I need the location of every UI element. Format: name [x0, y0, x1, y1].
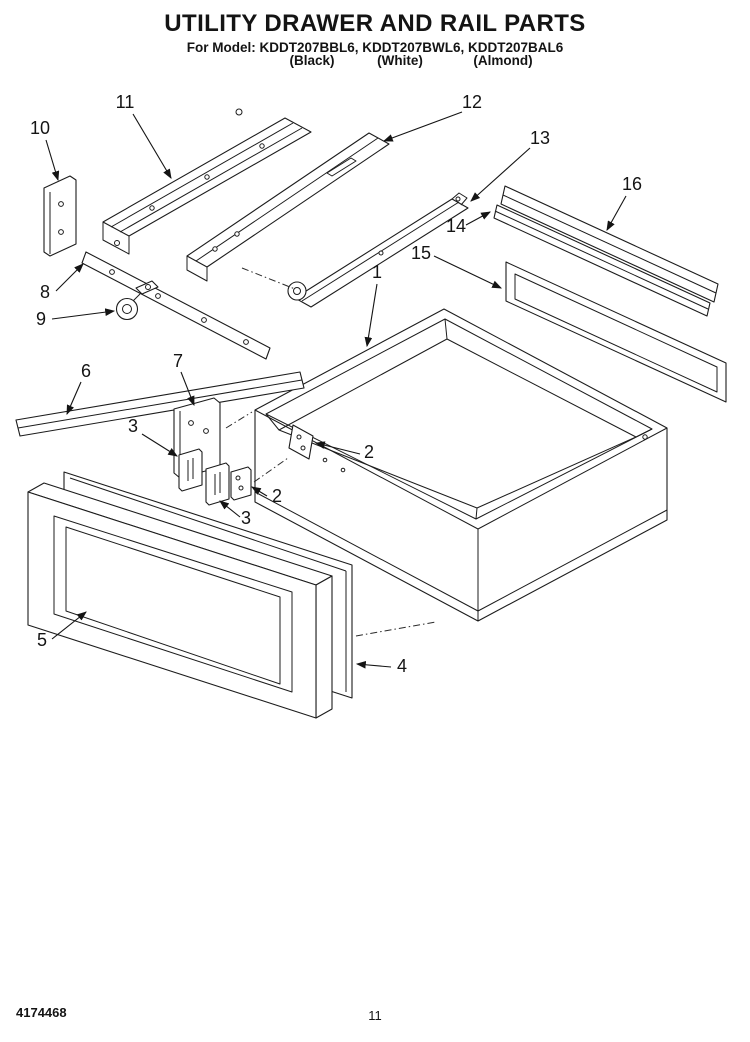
callout-part-2-right: 2: [364, 442, 374, 462]
part-2-clip-left: [230, 466, 252, 501]
color-label-black: (Black): [289, 53, 335, 68]
part-3-clip-upper: [178, 448, 203, 492]
part-9-roller-wheel: [115, 280, 159, 321]
callout-part-15: 15: [411, 243, 431, 263]
assembly-axis-lines: [225, 267, 437, 637]
callout-part-14: 14: [446, 216, 466, 236]
part-13-roller-rail: [287, 192, 469, 308]
model-line: For Model: KDDT207BBL6, KDDT207BWL6, KDD…: [186, 40, 564, 55]
callout-part-6: 6: [81, 361, 91, 381]
part-15-rear-panel: [505, 261, 727, 403]
callout-leader-lines: [45, 111, 627, 669]
callout-part-4: 4: [397, 656, 407, 676]
part-3-clip-lower: [205, 462, 230, 506]
page-header: UTILITY DRAWER AND RAIL PARTS For Model:…: [0, 10, 750, 55]
callout-part-3-upper: 3: [128, 416, 138, 436]
callout-part-2-left: 2: [272, 486, 282, 506]
callout-part-1: 1: [372, 262, 382, 282]
part-6-front-trim-strip: [15, 371, 305, 437]
part-12-slide-rail: [186, 132, 390, 282]
document-number: 4174468: [16, 1005, 67, 1020]
callout-part-16: 16: [622, 174, 642, 194]
callout-part-7: 7: [173, 351, 183, 371]
part-14-rail-trim: [493, 204, 711, 317]
part-11-support-channel: [102, 108, 312, 255]
part-2-clip-right: [288, 424, 314, 460]
callout-part-13: 13: [530, 128, 550, 148]
part-1-drawer-box: [254, 308, 668, 622]
callout-part-3-lower: 3: [241, 508, 251, 528]
page-number: 11: [368, 1008, 382, 1023]
callout-part-5: 5: [37, 630, 47, 650]
callout-labels: 10 11 12 13 16 14 15 1 8 9 6 7 3 2 2 3 5…: [30, 92, 642, 676]
part-8-rail-strap: [81, 251, 271, 360]
part-10-end-bracket: [43, 175, 77, 257]
callout-part-12: 12: [462, 92, 482, 112]
color-label-white: (White): [377, 53, 423, 68]
callout-part-8: 8: [40, 282, 50, 302]
callout-part-9: 9: [36, 309, 46, 329]
color-variant-row: (Black) (White) (Almond): [0, 53, 750, 69]
color-label-almond: (Almond): [473, 53, 533, 68]
callout-part-11: 11: [116, 92, 135, 112]
page-title: UTILITY DRAWER AND RAIL PARTS: [164, 10, 586, 37]
callout-part-10: 10: [30, 118, 50, 138]
part-5-drawer-front-panel: [27, 482, 333, 719]
part-16-top-trim-strip: [500, 185, 719, 303]
